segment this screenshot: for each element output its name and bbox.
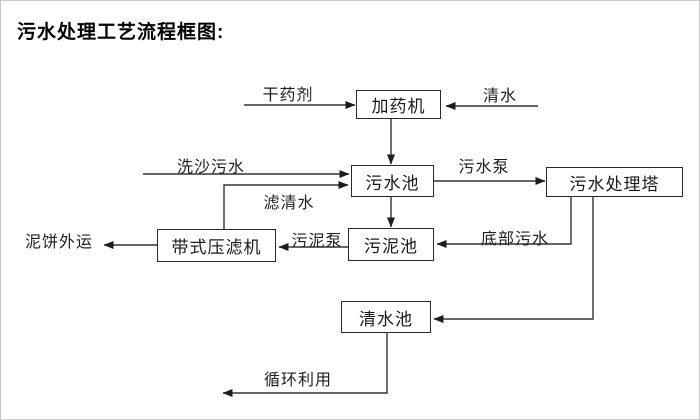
edge-recycling: [222, 333, 388, 397]
node-belt-filter-press: 带式压滤机: [157, 229, 276, 262]
edge-label-dry-chemical: 干药剂: [262, 87, 314, 104]
edge-label-sand-washing-sewage: 洗沙污水: [176, 159, 246, 176]
edge-label-filtered-water: 滤清水: [263, 195, 315, 212]
edge-label-bottom-sewage: 底部污水: [480, 231, 550, 248]
edge-label-sludge-pump: 污泥泵: [291, 233, 343, 250]
node-sewage-pool: 污水池: [351, 165, 434, 197]
node-sludge-pool: 污泥池: [348, 228, 434, 261]
edge-bottom-sewage: [436, 197, 572, 248]
edge-tower-to-clear-water-pool: [433, 197, 594, 323]
node-dosing-machine: 加药机: [356, 90, 441, 119]
edge-filtered-water: [223, 181, 349, 229]
edge-label-clear-water: 清水: [482, 88, 518, 105]
page-title: 污水处理工艺流程框图:: [17, 22, 225, 43]
edge-label-sewage-pump: 污水泵: [458, 159, 510, 176]
node-treatment-tower: 污水处理塔: [546, 167, 683, 197]
node-clear-water-pool: 清水池: [341, 301, 431, 333]
edge-label-mud-cake-out: 泥饼外运: [24, 234, 94, 251]
edge-label-recycling: 循环利用: [263, 372, 333, 389]
